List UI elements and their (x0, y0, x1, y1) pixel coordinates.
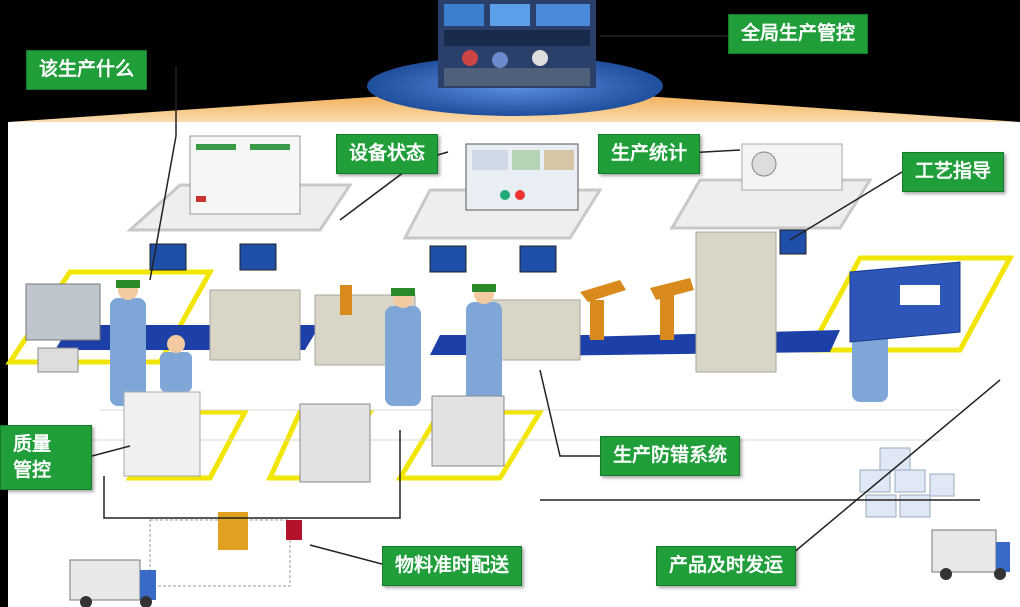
right-storage-rack (850, 262, 960, 342)
label-quality-control-line2: 管控 (13, 458, 79, 484)
label-equipment-status: 设备状态 (336, 134, 438, 174)
label-quality-control: 质量 管控 (0, 425, 92, 490)
label-production-stats: 生产统计 (598, 134, 700, 174)
label-error-proofing: 生产防错系统 (600, 436, 740, 476)
label-product-shipping: 产品及时发运 (656, 546, 796, 586)
label-what-to-produce: 该生产什么 (26, 50, 147, 90)
label-quality-control-line1: 质量 (13, 432, 79, 458)
label-global-control: 全局生产管控 (728, 14, 868, 54)
label-material-delivery: 物料准时配送 (382, 546, 522, 586)
control-room-image (438, 0, 596, 88)
label-process-guidance: 工艺指导 (902, 152, 1004, 192)
